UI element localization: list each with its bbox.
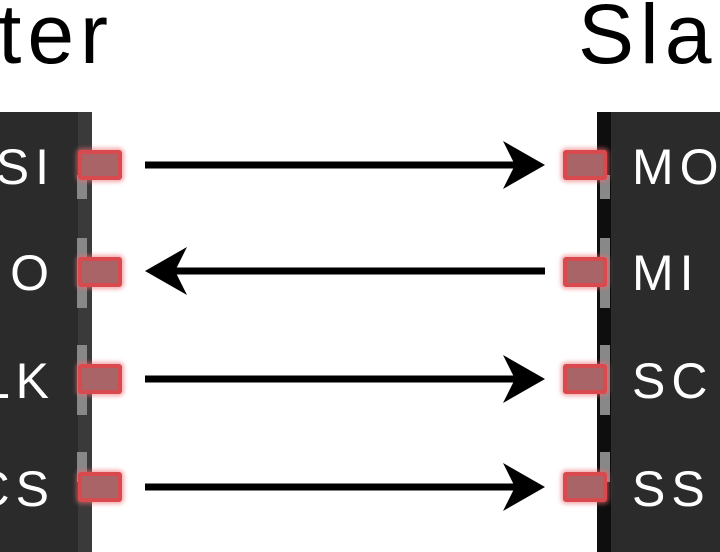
slave-title: Sla bbox=[578, 0, 718, 81]
master-pin-miso bbox=[78, 257, 122, 287]
master-pin-cs bbox=[78, 472, 122, 502]
arrowhead-icon bbox=[503, 355, 545, 403]
slave-pin-label-sclk: SC bbox=[632, 353, 714, 409]
slave-chip bbox=[597, 112, 720, 552]
signal-arrows bbox=[145, 141, 545, 511]
slave-pin-mosi bbox=[563, 150, 607, 180]
master-chip bbox=[0, 112, 92, 552]
master-pin-label-sclk: LK bbox=[0, 353, 55, 409]
master-pin-leg bbox=[77, 175, 87, 199]
arrowhead-icon bbox=[145, 247, 187, 295]
slave-pin-miso bbox=[563, 257, 607, 287]
slave-pin-sclk bbox=[563, 364, 607, 394]
master-pin-sclk bbox=[78, 364, 122, 394]
slave-pin-label-ss: SS bbox=[632, 461, 711, 517]
slave-pin-ss bbox=[563, 472, 607, 502]
master-pin-label-mosi: SI bbox=[0, 139, 55, 195]
master-title: ter bbox=[0, 0, 115, 81]
slave-pin-leg bbox=[600, 452, 610, 482]
slave-pin-leg bbox=[600, 175, 610, 199]
master-pin-mosi bbox=[78, 150, 122, 180]
slave-pin-label-miso: MI bbox=[632, 245, 700, 301]
arrowhead-icon bbox=[503, 463, 545, 511]
master-pin-label-cs: CS bbox=[0, 461, 55, 517]
slave-pin-label-mosi: MO bbox=[632, 139, 720, 195]
master-pin-leg bbox=[77, 452, 87, 482]
arrowhead-icon bbox=[503, 141, 545, 189]
master-pin-label-miso: O bbox=[10, 245, 55, 301]
